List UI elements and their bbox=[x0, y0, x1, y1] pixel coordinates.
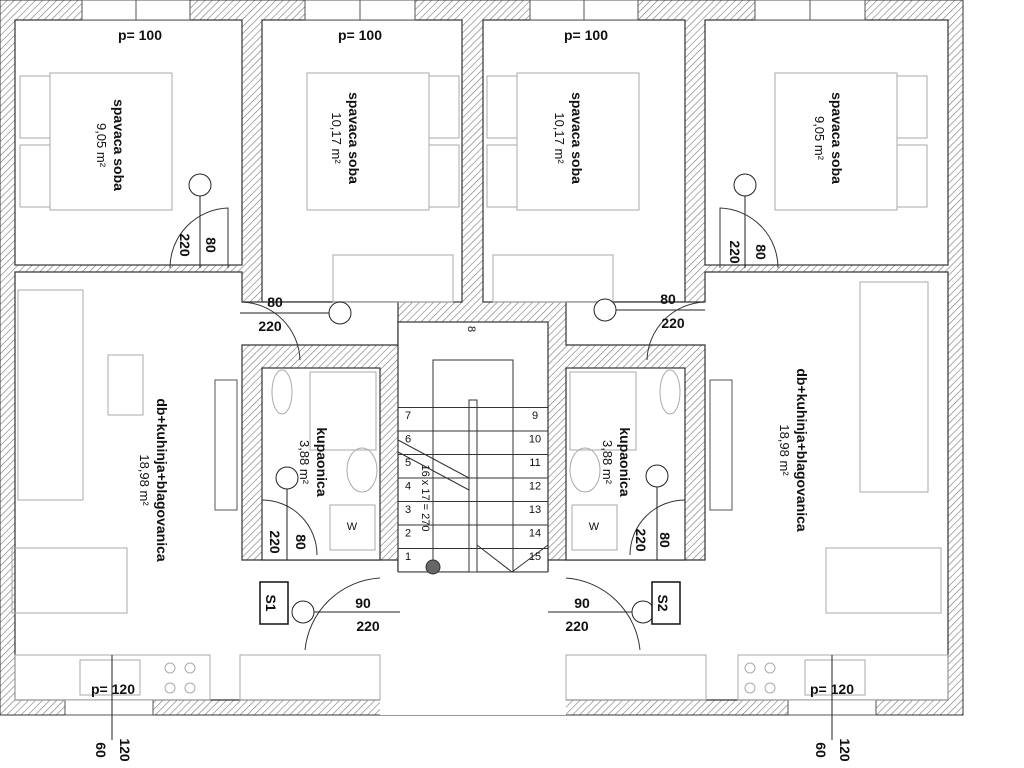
bed-2 bbox=[306, 72, 430, 211]
bedroom-2-area: 10,17 m² bbox=[329, 112, 344, 164]
table-right bbox=[825, 547, 942, 614]
window-bedroom-2: p= 100 bbox=[338, 27, 382, 43]
bedroom-4-name: spavaca soba bbox=[829, 92, 845, 184]
stair-step-number: 14 bbox=[529, 528, 541, 540]
bed-1 bbox=[49, 72, 173, 211]
bed-3 bbox=[516, 72, 640, 211]
doors bbox=[169, 207, 779, 651]
bathroom-left-area: 3,88 m² bbox=[297, 440, 312, 485]
stair-step-number: 12 bbox=[529, 481, 541, 493]
bedroom-1-name: spavaca soba bbox=[111, 99, 127, 191]
window-living-right: p= 120 bbox=[810, 681, 854, 697]
door-width: 80 bbox=[753, 244, 769, 260]
bedroom-3-name: spavaca soba bbox=[569, 92, 585, 184]
shower-left bbox=[309, 371, 377, 451]
stair-step-number: 9 bbox=[532, 410, 538, 422]
door-height: 220 bbox=[633, 528, 649, 552]
entry-door-height: 220 bbox=[356, 618, 380, 634]
table-left bbox=[11, 547, 128, 614]
door-width: 80 bbox=[657, 532, 673, 548]
bedroom-1 bbox=[14, 19, 243, 266]
bedroom-1-area: 9,05 m² bbox=[94, 123, 109, 168]
door-height: 220 bbox=[267, 530, 283, 554]
door-height: 220 bbox=[727, 240, 743, 264]
living-right-name: db+kuhinja+blagovanica bbox=[794, 368, 810, 532]
living-right-area: 18,98 m² bbox=[777, 424, 792, 476]
bathroom-left bbox=[261, 367, 381, 561]
door-height: 220 bbox=[258, 318, 282, 334]
bed-4 bbox=[774, 72, 898, 211]
living-left-name: db+kuhinja+blagovanica bbox=[154, 398, 170, 562]
counter-right bbox=[737, 654, 949, 701]
window-height: 120 bbox=[837, 738, 853, 762]
unit-label-s1: S1 bbox=[263, 594, 279, 611]
window-sill: 60 bbox=[813, 742, 829, 758]
bedroom-4-area: 9,05 m² bbox=[812, 116, 827, 161]
bathroom-right bbox=[565, 367, 686, 561]
entry-door-width: 90 bbox=[355, 595, 371, 611]
washer-label-right: W bbox=[589, 521, 600, 533]
bedroom-2-name: spavaca soba bbox=[346, 92, 362, 184]
window-living-left: p= 120 bbox=[91, 681, 135, 697]
bathroom-left-name: kupaonica bbox=[314, 427, 330, 496]
stair-step-number: 8 bbox=[465, 326, 477, 332]
stair-step-number: 3 bbox=[405, 504, 411, 516]
door-width: 80 bbox=[203, 237, 219, 253]
window-height: 120 bbox=[117, 738, 133, 762]
door-markers bbox=[111, 173, 833, 740]
door-height: 220 bbox=[661, 315, 685, 331]
door-width: 80 bbox=[660, 291, 676, 307]
stair-step-number: 6 bbox=[405, 434, 411, 446]
stair-flight bbox=[397, 359, 549, 575]
stair-step-number: 11 bbox=[529, 457, 540, 469]
stair-formula: 16 x 17 = 270 bbox=[419, 465, 431, 532]
sofa-right bbox=[859, 281, 929, 493]
entry-door-width: 90 bbox=[574, 595, 590, 611]
windows bbox=[64, 0, 877, 716]
door-width: 80 bbox=[267, 294, 283, 310]
living-left-area: 18,98 m² bbox=[137, 454, 152, 506]
bathroom-right-area: 3,88 m² bbox=[600, 440, 615, 485]
window-sill: 60 bbox=[93, 742, 109, 758]
stair-step-number: 7 bbox=[405, 410, 411, 422]
sofa-left bbox=[17, 289, 84, 501]
stair-step-number: 15 bbox=[529, 551, 541, 563]
entry-landing bbox=[380, 572, 566, 715]
stair-step-number: 13 bbox=[529, 504, 541, 516]
stair-step-number: 10 bbox=[529, 434, 541, 446]
stair-step-number: 5 bbox=[405, 457, 411, 469]
entry-door-height: 220 bbox=[565, 618, 589, 634]
door-height: 220 bbox=[177, 233, 193, 257]
door-width: 80 bbox=[293, 534, 309, 550]
stair-step-number: 2 bbox=[405, 528, 411, 540]
stair-step-number: 4 bbox=[405, 481, 411, 493]
stair-step-number: 1 bbox=[405, 551, 411, 563]
unit-label-s2: S2 bbox=[655, 594, 671, 611]
window-bedroom-1: p= 100 bbox=[118, 27, 162, 43]
bathroom-right-name: kupaonica bbox=[617, 427, 633, 496]
stair-start-marker bbox=[425, 559, 441, 575]
shower-right bbox=[569, 371, 637, 451]
washer-label-left: W bbox=[347, 521, 358, 533]
bedroom-3-area: 10,17 m² bbox=[552, 112, 567, 164]
window-bedroom-3: p= 100 bbox=[564, 27, 608, 43]
